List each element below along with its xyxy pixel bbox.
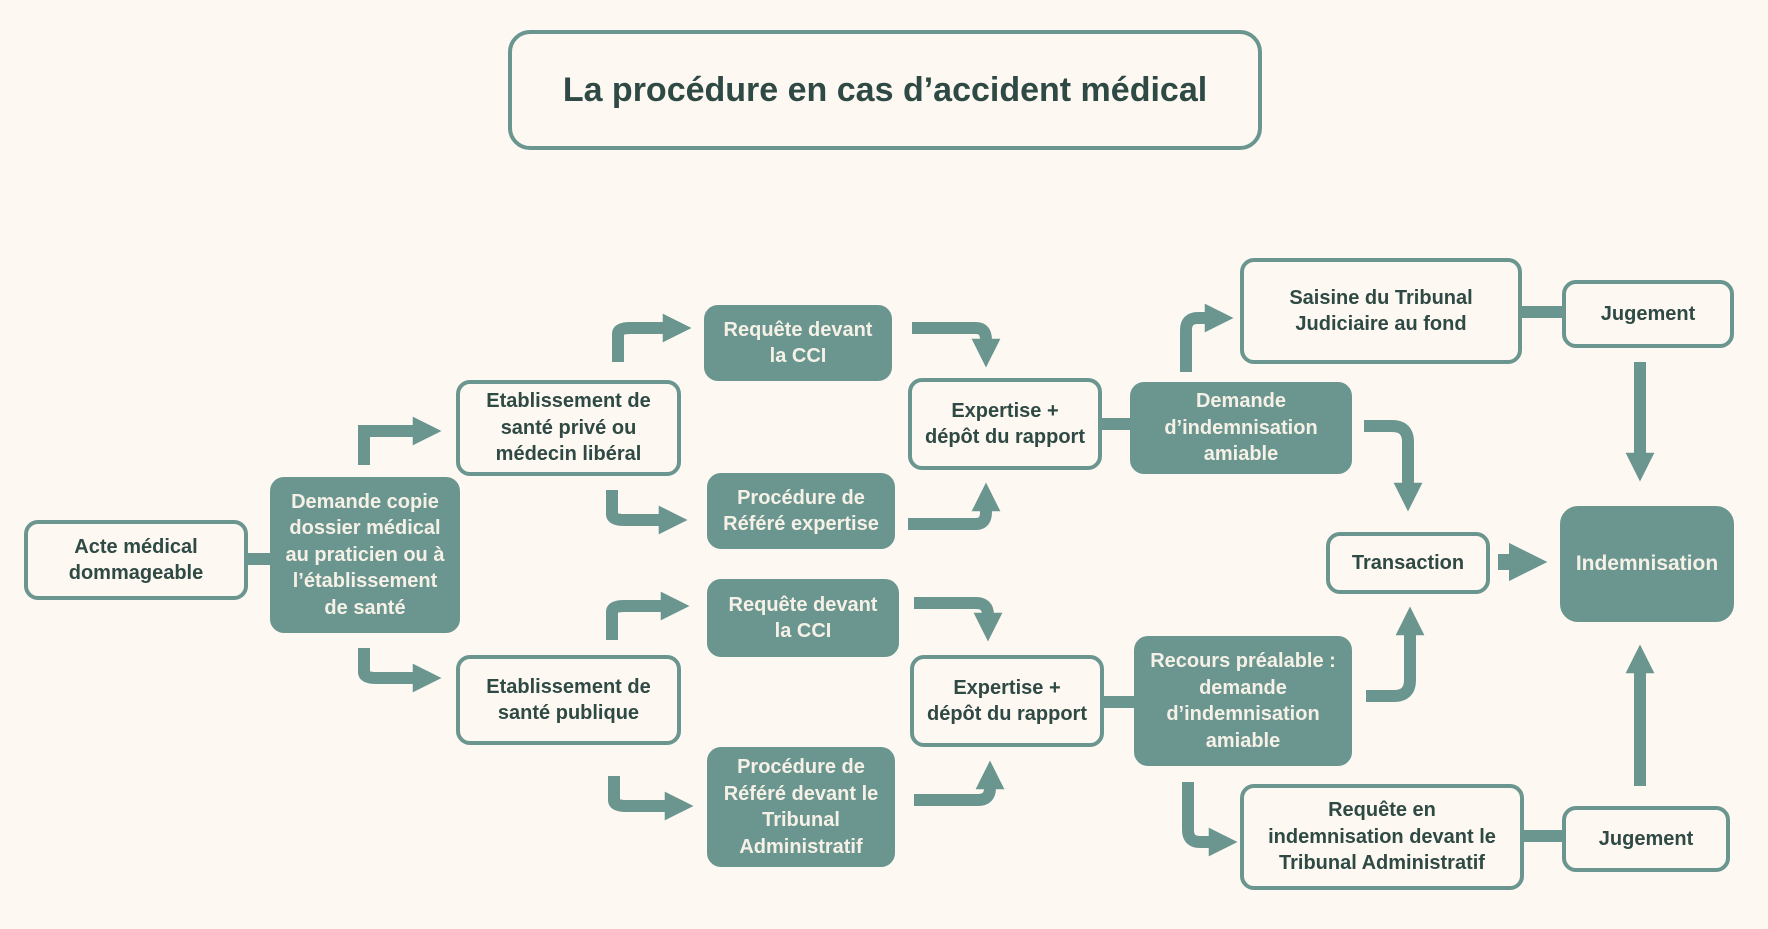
arrow-prive-to-cci1 [612, 313, 692, 362]
node-etablissement-public: Etablissement de santé publique [456, 655, 681, 745]
node-refere-tribunal-administratif: Procédure de Référé devant le Tribunal A… [707, 747, 895, 867]
node-demande-indemnisation-amiable: Demande d’indemnisation amiable [1130, 382, 1352, 474]
node-requete-cci-2: Requête devant la CCI [707, 579, 899, 657]
arrow-prive-to-refere [606, 490, 688, 535]
arrow-demande-to-prive [358, 416, 442, 465]
arrow-recours-to-requete-ta [1182, 782, 1238, 857]
node-transaction: Transaction [1326, 532, 1490, 594]
arrow-cci1-to-expertise1 [912, 322, 1001, 368]
arrow-recours-to-transaction [1366, 606, 1425, 702]
node-jugement-2: Jugement [1562, 806, 1730, 872]
arrow-demande-to-transaction [1364, 420, 1423, 512]
arrow-demande-to-saisine [1180, 303, 1234, 372]
arrow-refere-to-expertise1 [908, 482, 1001, 530]
arrow-cci2-to-expertise2 [914, 597, 1003, 642]
node-expertise-2: Expertise + dépôt du rapport [910, 655, 1104, 747]
node-requete-indemnisation-ta: Requête en indemnisation devant le Tribu… [1240, 784, 1524, 890]
node-saisine-tribunal-judiciaire: Saisine du Tribunal Judiciaire au fond [1240, 258, 1522, 364]
node-refere-expertise: Procédure de Référé expertise [707, 473, 895, 549]
node-indemnisation: Indemnisation [1560, 506, 1734, 622]
arrow-demande-to-public [358, 648, 442, 693]
node-expertise-1: Expertise + dépôt du rapport [908, 378, 1102, 470]
node-recours-prealable: Recours préalable : demande d’indemnisat… [1134, 636, 1352, 766]
node-etablissement-prive: Etablissement de santé privé ou médecin … [456, 380, 681, 476]
arrow-refere-ta-to-expertise2 [914, 760, 1005, 806]
node-demande-copie-dossier: Demande copie dossier médical au pratici… [270, 477, 460, 633]
arrow-public-to-cci2 [606, 591, 690, 640]
diagram-title: La procédure en cas d’accident médical [508, 30, 1262, 150]
node-requete-cci-1: Requête devant la CCI [704, 305, 892, 381]
node-jugement-1: Jugement [1562, 280, 1734, 348]
arrow-public-to-refere-ta [608, 776, 694, 821]
node-acte-medical: Acte médical dommageable [24, 520, 248, 600]
